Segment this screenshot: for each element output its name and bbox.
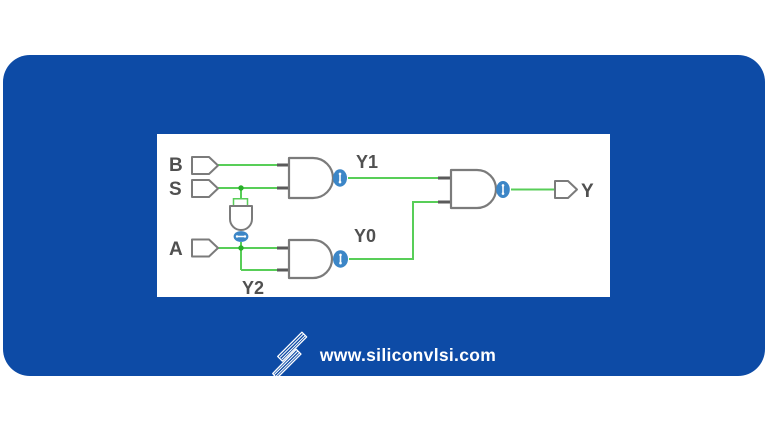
logo-bottom-bolt-stripe	[273, 350, 298, 375]
inverter-bubble	[233, 231, 249, 242]
site-url: www.siliconvlsi.com	[319, 344, 497, 365]
input-pin-a	[191, 238, 219, 258]
output-pin-y	[554, 180, 578, 199]
label-b: B	[169, 155, 183, 176]
logo-bottom-bolt-stripe	[275, 352, 300, 377]
label-a: A	[169, 239, 183, 260]
logo-top-bolt-stripe	[279, 333, 304, 358]
nand-gate-y-body	[449, 168, 498, 210]
input-pin-b	[191, 156, 219, 175]
nand-gate-y1-bubble	[333, 169, 347, 187]
wires	[218, 164, 555, 271]
footer-branding: www.siliconvlsi.com	[0, 329, 768, 381]
wire-inverter-collar	[232, 197, 249, 205]
output-bubbles	[233, 169, 510, 268]
junction-dot-a	[238, 245, 244, 251]
logo-top-bolt-stripe	[281, 335, 306, 360]
gate-bodies	[229, 156, 498, 280]
label-y0: Y0	[354, 226, 376, 246]
circuit-panel: B S A Y Y1 Y0 Y2	[157, 134, 610, 297]
nand-gate-y-bubble	[496, 181, 510, 198]
junction-dot-s	[238, 185, 244, 191]
inverter-body	[229, 205, 253, 231]
label-y1: Y1	[356, 152, 378, 172]
nand-gate-y0-body	[287, 238, 334, 280]
io-pins	[191, 156, 578, 258]
logo-top-bolt	[276, 331, 308, 362]
circuit-diagram: B S A Y Y1 Y0 Y2	[169, 152, 594, 297]
wire-y0	[349, 201, 438, 260]
label-y2: Y2	[242, 278, 264, 297]
input-stubs	[277, 163, 452, 272]
label-s: S	[169, 179, 182, 200]
nand-gate-y0-bubble	[333, 250, 348, 268]
input-pin-s	[191, 179, 219, 198]
logo-bottom-bolt	[271, 348, 302, 379]
label-y: Y	[581, 181, 594, 202]
nand-gate-y1-body	[287, 156, 335, 200]
lightning-s-logo	[271, 331, 308, 379]
